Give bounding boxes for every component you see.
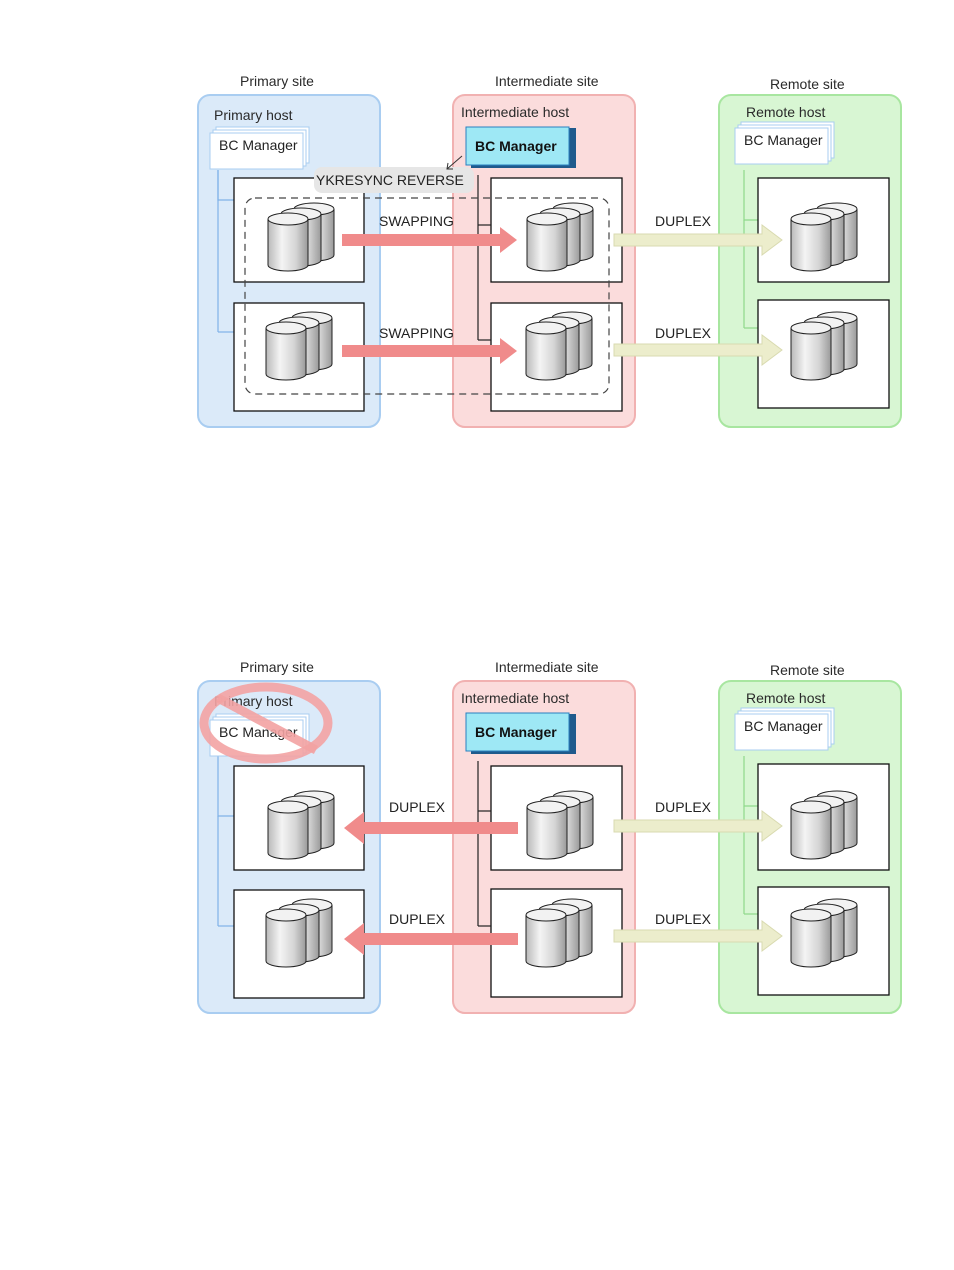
intermediate-host-title: Intermediate host <box>461 104 570 120</box>
link-label-duplex-2: DUPLEX <box>655 325 712 341</box>
link-label-duplex-1: DUPLEX <box>655 799 712 815</box>
duplex-arrow-1 <box>613 224 783 256</box>
link-label-swap-2: SWAPPING <box>379 325 454 341</box>
primary-site-title: Primary site <box>240 659 314 675</box>
link-label-duplex-reverse-2: DUPLEX <box>389 911 446 927</box>
link-label-duplex-2: DUPLEX <box>655 911 712 927</box>
duplex-arrow-2 <box>613 334 783 366</box>
link-label-duplex-1: DUPLEX <box>655 213 712 229</box>
consistency-group-outline <box>244 197 610 395</box>
intermediate-site-title: Intermediate site <box>495 659 599 675</box>
link-label-duplex-reverse-1: DUPLEX <box>389 799 446 815</box>
diagram-top: Primary site Intermediate site Remote si… <box>0 70 954 470</box>
command-label: YKRESYNC REVERSE <box>316 172 464 188</box>
remote-site-title: Remote site <box>770 76 845 92</box>
duplex-arrow-reverse-1 <box>344 812 518 844</box>
bc-manager-label: BC Manager <box>744 132 823 148</box>
bc-manager-intermediate-frame <box>465 712 576 754</box>
intermediate-host-title: Intermediate host <box>461 690 570 706</box>
swap-arrow-1 <box>342 227 517 253</box>
primary-host-title: Primary host <box>214 107 293 123</box>
link-label-swap-1: SWAPPING <box>379 213 454 229</box>
primary-site-title: Primary site <box>240 73 314 89</box>
bc-manager-label: BC Manager <box>744 718 823 734</box>
swap-arrow-2 <box>342 338 517 364</box>
bc-manager-label: BC Manager <box>475 724 557 740</box>
duplex-arrow-reverse-2 <box>344 923 518 955</box>
duplex-arrow-2 <box>613 920 783 952</box>
command-callout-bubble <box>314 167 474 193</box>
diagram-top-graphics <box>197 94 902 428</box>
remote-host-title: Remote host <box>746 104 826 120</box>
no-entry-icon <box>199 682 333 764</box>
intermediate-site-title: Intermediate site <box>495 73 599 89</box>
bc-manager-label: BC Manager <box>475 138 557 154</box>
diagram-bottom: Primary site Intermediate site Remote si… <box>0 656 954 1056</box>
remote-site-title: Remote site <box>770 662 845 678</box>
diagram-bottom-graphics <box>197 680 902 1014</box>
bc-manager-intermediate-frame <box>465 126 576 168</box>
bc-manager-label: BC Manager <box>219 137 298 153</box>
remote-host-title: Remote host <box>746 690 826 706</box>
duplex-arrow-1 <box>613 810 783 842</box>
